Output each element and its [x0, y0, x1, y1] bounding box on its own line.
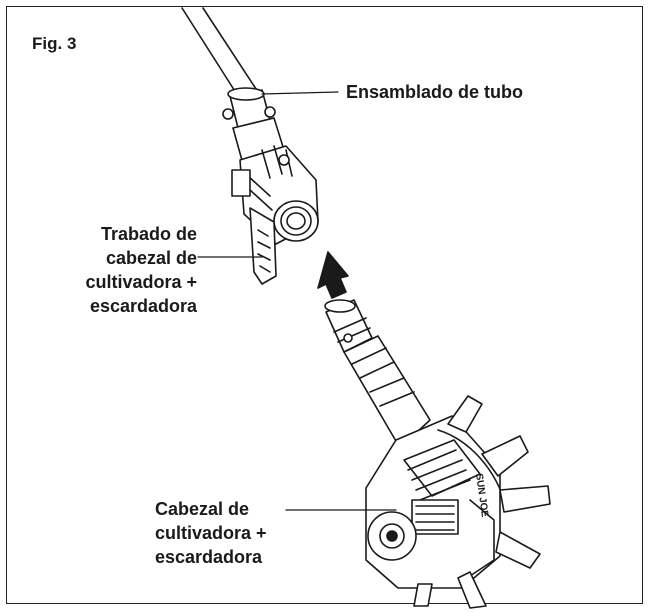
cultivator-head-label: Cabezal de cultivadora + escardadora — [155, 497, 267, 569]
head-lock-label-line: escardadora — [89, 296, 197, 316]
tube-assembly-leader — [261, 91, 339, 95]
cultivator-head-neck — [324, 299, 431, 449]
head-lock-label-line: cabezal de — [105, 248, 197, 268]
head-lock-label-line: Trabado de — [100, 224, 197, 244]
figure-label: Fig. 3 — [32, 34, 77, 53]
tube-shaft — [181, 7, 259, 97]
tube-assembly-label: Ensamblado de tubo — [346, 82, 524, 102]
cultivator-head-label-line: Cabezal de — [155, 499, 250, 519]
insert-arrow-icon — [317, 251, 349, 299]
cultivator-head-label-line: escardadora — [155, 547, 263, 567]
head-lock-latch — [249, 207, 277, 285]
cultivator-head-label-line: cultivadora + — [155, 523, 267, 543]
head-lock-label-line: cultivadora + — [85, 272, 197, 292]
head-lock-label: Trabado de cabezal de cultivadora + esca… — [85, 222, 197, 318]
cultivator-tines — [413, 395, 551, 609]
